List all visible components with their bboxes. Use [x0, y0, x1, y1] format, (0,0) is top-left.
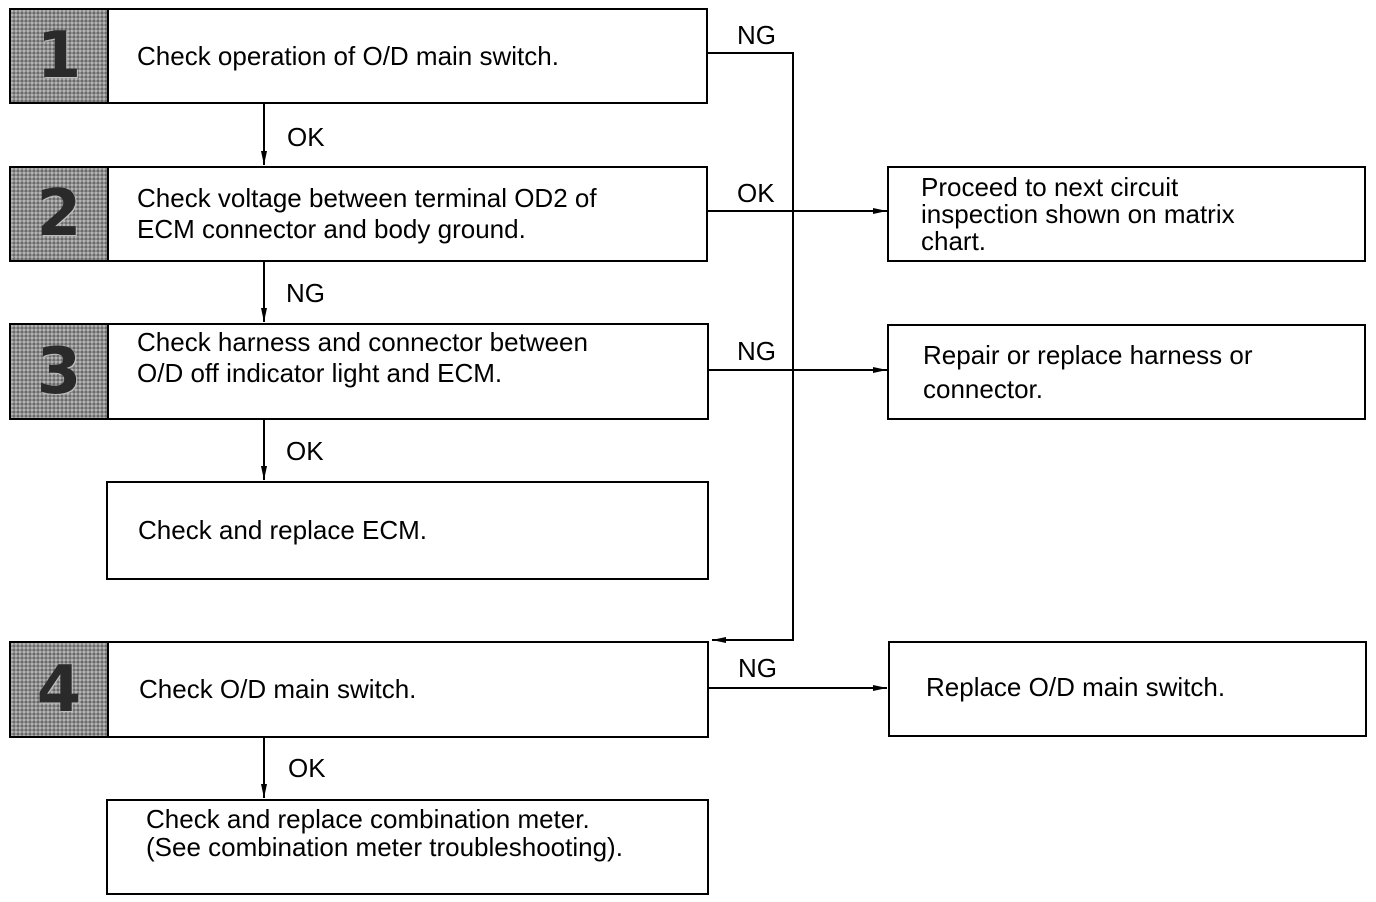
step-3-line-1: Check harness and connector between	[137, 327, 588, 357]
arrow-step1-ng-to-step4	[707, 52, 794, 643]
step-3-line-2: O/D off indicator light and ECM.	[137, 358, 503, 388]
step-3-number: 3	[11, 325, 109, 418]
label-step3-ng: NG	[737, 336, 776, 366]
label-step1-ng: NG	[737, 20, 776, 50]
replace-meter-box: Check and replace combination meter. (Se…	[106, 799, 709, 895]
repair-harness-line-2: connector.	[923, 374, 1043, 404]
step-2-number: 2	[11, 168, 109, 260]
step-2-box: 2 Check voltage between terminal OD2 of …	[9, 166, 708, 262]
step-2-line-1: Check voltage between terminal OD2 of	[137, 183, 597, 213]
repair-harness-text: Repair or replace harness or connector.	[889, 338, 1265, 406]
next-circuit-line-2: inspection shown on matrix	[921, 198, 1235, 229]
step-3-box: 3 Check harness and connector between O/…	[9, 323, 709, 420]
label-step3-ok: OK	[286, 436, 324, 466]
label-step2-ok: OK	[737, 178, 775, 208]
label-step4-ok: OK	[288, 753, 326, 783]
replace-ecm-text: Check and replace ECM.	[138, 515, 428, 545]
step-2-text: Check voltage between terminal OD2 of EC…	[109, 168, 706, 260]
next-circuit-box: Proceed to next circuit inspection shown…	[887, 166, 1366, 262]
replace-meter-line-1: Check and replace combination meter.	[146, 804, 590, 834]
next-circuit-text: Proceed to next circuit inspection shown…	[889, 171, 1247, 256]
replace-switch-text: Replace O/D main switch.	[926, 672, 1226, 702]
step-2-line-2: ECM connector and body ground.	[137, 214, 526, 244]
replace-meter-line-2: (See combination meter troubleshooting).	[146, 832, 623, 862]
step-4-line-1: Check O/D main switch.	[139, 674, 417, 704]
next-circuit-line-3: chart.	[921, 225, 987, 256]
repair-harness-line-1: Repair or replace harness or	[923, 340, 1253, 370]
step-3-text: Check harness and connector between O/D …	[109, 325, 707, 418]
label-step1-ok: OK	[287, 122, 325, 152]
step-4-number: 4	[11, 643, 109, 736]
replace-switch-box: Replace O/D main switch.	[888, 641, 1367, 737]
step-4-box: 4 Check O/D main switch.	[9, 641, 709, 738]
step-1-text: Check operation of O/D main switch.	[109, 10, 706, 102]
step-1-number: 1	[11, 10, 109, 102]
step-4-text: Check O/D main switch.	[109, 643, 707, 736]
replace-ecm-box: Check and replace ECM.	[106, 481, 709, 580]
step-1-line-1: Check operation of O/D main switch.	[137, 40, 559, 71]
step-1-box: 1 Check operation of O/D main switch.	[9, 8, 708, 104]
repair-harness-box: Repair or replace harness or connector.	[887, 324, 1366, 420]
next-circuit-line-1: Proceed to next circuit	[921, 171, 1179, 202]
label-step2-ng: NG	[286, 278, 325, 308]
replace-meter-text: Check and replace combination meter. (Se…	[108, 801, 635, 861]
label-step4-ng: NG	[738, 653, 777, 683]
